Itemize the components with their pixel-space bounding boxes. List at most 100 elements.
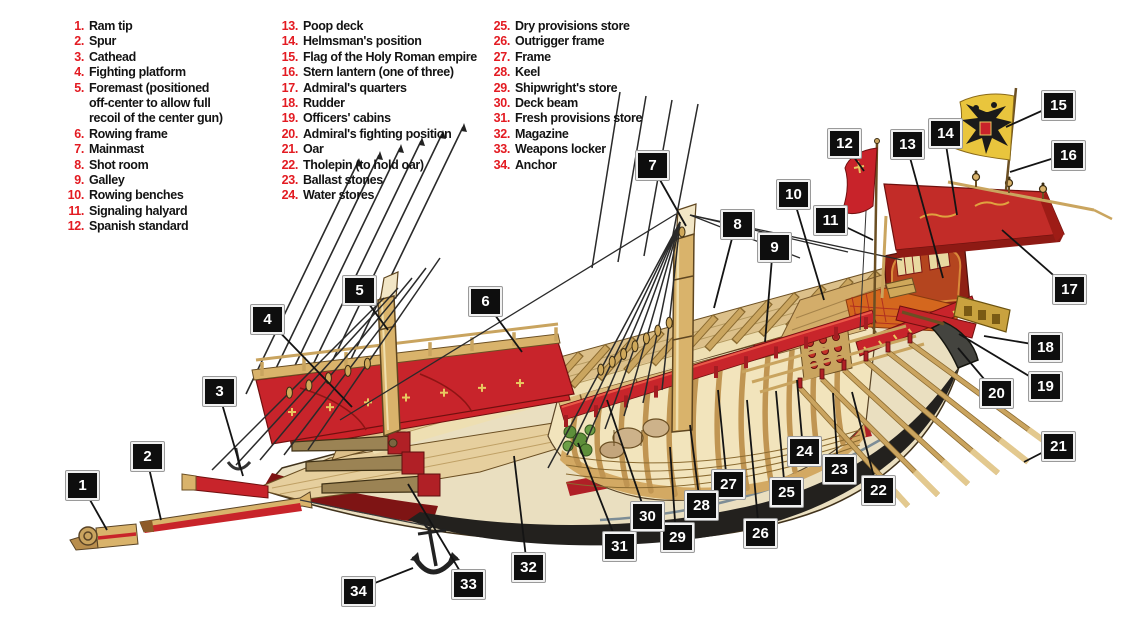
callout-box-28: 28 [685,491,718,520]
legend-item-label: Admiral's quarters [303,80,407,95]
callout-box-10: 10 [777,180,810,209]
legend-item-number: 13. [281,19,299,33]
legend-item-number: 10. [67,188,85,203]
legend-item: 19.Officers' cabins [276,111,488,126]
legend-item: 5. Foremast (positioned off-center to all… [62,81,274,127]
legend-item-number: 1. [74,19,84,33]
callout-box-14: 14 [929,119,962,148]
legend-item: 11.Signaling halyard [62,204,274,219]
ram-tip [69,523,139,551]
legend-item-number: 9. [74,173,84,188]
callout-box-5: 5 [343,276,376,305]
legend-item: 6.Rowing frame [62,127,274,142]
legend-item-label: Anchor [515,157,557,172]
legend-item: 27. Frame [488,50,698,65]
legend-item-number: 20. [281,126,299,141]
legend-item-label: Magazine [515,126,569,141]
callout-box-18: 18 [1029,333,1062,362]
legend-item-label: Cathead [89,49,136,64]
legend-item-label: Officers' cabins [303,111,391,126]
callout-box-2: 2 [131,442,164,471]
legend-item: 34. Anchor [488,158,698,173]
legend-item-label: Foremast (positioned off-center to allow… [89,80,223,126]
legend-item-label: Water stores [303,188,375,203]
legend-item-number: 16. [281,65,299,80]
legend-item-label: Ram tip [89,19,133,33]
legend-item-number: 5. [74,80,84,95]
callout-box-11: 11 [814,206,847,235]
legend-item-label: Frame [515,49,551,64]
legend-item: 24. Water stores [276,188,488,203]
legend-item-number: 18. [281,96,299,111]
legend-item-label: Oar [303,142,324,157]
callout-box-33: 33 [452,570,485,599]
legend-item-number: 12. [67,219,85,234]
legend-item-label: Flag of the Holy Roman empire [303,49,477,64]
holy-roman-empire-flag [953,87,1018,191]
legend-item: 15. Flag of the Holy Roman empire [276,50,488,65]
legend-item-number: 26. [493,34,511,49]
callout-box-31: 31 [603,532,636,561]
legend-item-label: Rowing frame [89,126,168,141]
legend-item: 23.Ballast stones [276,173,488,188]
callout-box-16: 16 [1052,141,1085,170]
legend-item-number: 4. [74,65,84,80]
legend-item-number: 34. [493,157,511,172]
callout-box-13: 13 [891,130,924,159]
callout-box-20: 20 [980,379,1013,408]
legend-item-label: Galley [89,173,125,188]
legend-item-label: Shipwright's store [515,80,618,95]
legend-item-number: 23. [281,173,299,188]
callout-box-6: 6 [469,287,502,316]
legend-item: 4. Fighting platform [62,65,274,80]
legend-item-label: Weapons locker [515,142,606,157]
legend-item-label: Poop deck [303,19,364,33]
legend-item: 17. Admiral's quarters [276,81,488,96]
callout-box-30: 30 [631,502,664,531]
legend-item: 12. Spanish standard [62,219,274,234]
legend-item-number: 17. [281,80,299,95]
callout-box-9: 9 [758,233,791,262]
callout-box-23: 23 [823,455,856,484]
legend-item-number: 11. [68,203,84,218]
legend-item-label: Rudder [303,96,345,111]
cathead [181,473,269,499]
legend-item-number: 33. [493,142,511,157]
legend-item-label: Admiral's fighting position [303,126,452,141]
legend-item: 32.Magazine [488,127,698,142]
callout-box-22: 22 [862,476,895,505]
legend-item-number: 3. [74,49,84,64]
legend-item-number: 2. [74,34,84,49]
legend-item-label: Spur [89,34,117,49]
legend-item: 2. Spur [62,34,274,49]
legend-item-label: Fighting platform [89,65,186,80]
callout-box-4: 4 [251,305,284,334]
legend-item-label: Fresh provisions store [515,111,643,126]
legend-item-number: 8. [74,157,84,172]
legend-item: 25.Dry provisions store [488,19,698,34]
callout-box-17: 17 [1053,275,1086,304]
legend-item-number: 7. [74,142,84,157]
legend-item: 16.Stern lantern (one of three) [276,65,488,80]
legend-item-label: Shot room [89,157,149,172]
legend-item: 26.Outrigger frame [488,34,698,49]
legend-item-label: Rowing benches [89,188,184,203]
legend-item-label: Mainmast [89,142,144,157]
legend-item-number: 28. [493,65,511,80]
callout-box-24: 24 [788,437,821,466]
legend-item: 28.Keel [488,65,698,80]
legend-item-number: 24. [281,188,299,203]
legend-item-number: 29. [493,80,511,95]
legend-item-number: 15. [281,49,299,64]
legend-item-number: 31. [493,111,511,126]
legend-item-label: Deck beam [515,96,578,111]
legend-item-number: 27. [493,49,511,64]
legend-item-label: Spanish standard [89,219,189,234]
callout-box-26: 26 [744,519,777,548]
legend-item: 7. Mainmast [62,142,274,157]
legend-item: 14.Helmsman's position [276,34,488,49]
callout-box-25: 25 [770,478,803,507]
callout-box-12: 12 [828,129,861,158]
